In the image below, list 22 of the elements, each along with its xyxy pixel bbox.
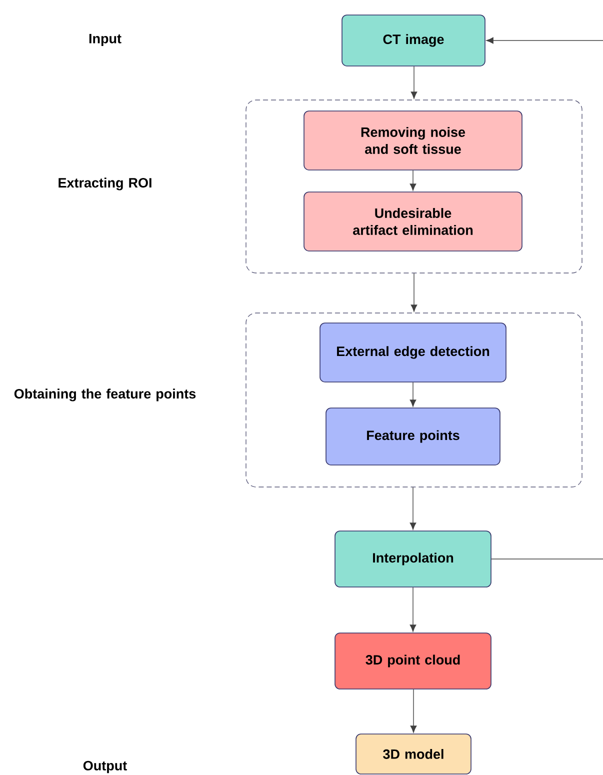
stage-label: Obtaining the feature points [14,388,196,402]
stage-label: Input [89,34,122,46]
arrow [410,689,417,733]
arrow [410,66,418,99]
process-box: Interpolation [334,530,492,588]
stage-label: Output [83,760,127,774]
process-box: 3D model [356,734,472,774]
stage-label: Extracting ROI [58,178,152,190]
process-box: Undesirable artifact elimination [304,192,522,252]
arrow [486,37,603,44]
arrow [410,170,416,191]
arrow [410,587,416,632]
arrow [410,272,418,312]
dashed-group-box [246,100,582,274]
arrow [410,486,416,530]
process-box: CT image [342,14,486,66]
process-box: External edge detection [320,322,506,382]
process-box: 3D point cloud [334,632,492,690]
arrow [410,382,416,407]
process-box: Removing noise and soft tissue [304,110,522,170]
dashed-group-box [246,312,582,488]
process-box: Feature points [326,408,500,466]
